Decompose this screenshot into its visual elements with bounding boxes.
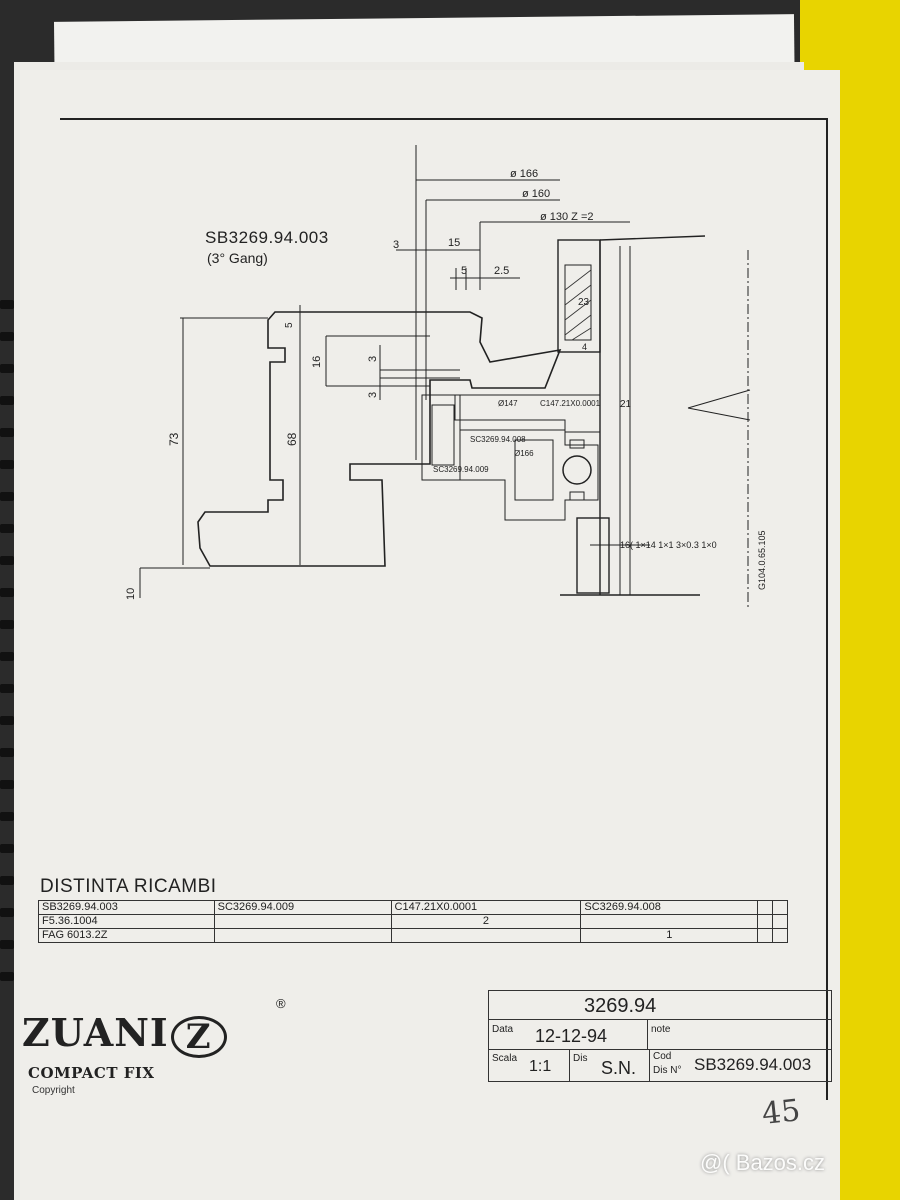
logo-copyright: Copyright [32, 1085, 75, 1096]
dis-label: Dis [573, 1053, 588, 1064]
drawing-frame [60, 118, 828, 1100]
dim-5: 5 [461, 265, 467, 277]
dim-10: 10 [125, 588, 137, 600]
table-cell: 2 [390, 914, 582, 929]
table-row: FAG 6013.2Z 1 [38, 928, 788, 943]
drawing-sheet [20, 70, 840, 1200]
logo-brand: ZUANI [22, 1010, 169, 1055]
label-o166: Ø166 [514, 449, 534, 458]
drawing-subtitle: (3° Gang) [207, 250, 268, 266]
dim-4: 4 [582, 342, 587, 352]
table-cell: SB3269.94.003 [38, 900, 215, 915]
dim-68: 68 [285, 432, 299, 446]
logo-z-emblem: Z [170, 1015, 227, 1058]
table-cell: SC3269.94.009 [213, 900, 392, 915]
label-bottom-seq: 16( 1×14 1×1 3×0.3 1×0 [620, 540, 717, 550]
label-c147: C147.21X0.0001 [540, 399, 601, 408]
data-label: Data [492, 1024, 514, 1035]
table-cell [772, 914, 788, 929]
table-cell [213, 928, 392, 943]
table-cell [390, 928, 582, 943]
table-cell: SC3269.94.008 [580, 900, 759, 915]
table-row: SB3269.94.003 SC3269.94.009 C147.21X0.00… [38, 900, 788, 915]
bazos-watermark: @( Bazos.cz [700, 1150, 826, 1175]
dim-15: 15 [448, 237, 460, 249]
label-o147: Ø147 [498, 399, 518, 408]
table-cell [772, 928, 788, 943]
table-row: F5.36.1004 2 [38, 914, 788, 929]
cod-label: Cod [653, 1051, 672, 1062]
table-cell: F5.36.1004 [38, 914, 215, 929]
dim-d130: ø 130 Z =2 [540, 211, 594, 223]
parts-list-title: DISTINTA RICAMBI [40, 876, 217, 897]
spiral-binding [0, 300, 18, 1020]
logo-compact-fix: COMPACT FIX [28, 1064, 155, 1082]
table-cell [580, 914, 759, 929]
table-cell [213, 914, 392, 929]
table-cell [757, 928, 774, 943]
dim-73: 73 [167, 432, 181, 446]
table-cell [757, 914, 774, 929]
dim-5-vertical: 5 [284, 322, 295, 328]
code-value: SB3269.94.003 [694, 1055, 812, 1074]
dim-16: 16 [311, 356, 323, 368]
dim-23: 23 [578, 297, 590, 308]
registered-mark: ® [276, 996, 286, 1011]
handwritten-number: 45 [760, 1093, 802, 1132]
label-vertical-code: G104.0.65.105 [757, 530, 767, 590]
parts-list-table: SB3269.94.003 SC3269.94.009 C147.21X0.00… [38, 900, 788, 943]
dis-n-label: Dis N° [653, 1065, 682, 1076]
scala-label: Scala [492, 1053, 518, 1064]
table-cell: 1 [580, 928, 759, 943]
dim-3: 3 [393, 239, 399, 251]
dim-d160: ø 160 [522, 188, 550, 200]
table-cell: FAG 6013.2Z [38, 928, 215, 943]
dim-3-b: 3 [367, 392, 379, 398]
table-cell [757, 900, 774, 915]
drawing-number: 3269.94 [584, 995, 657, 1017]
dim-d166: ø 166 [510, 168, 538, 180]
drawing-code: SB3269.94.003 [205, 228, 329, 247]
dim-3-a: 3 [367, 356, 379, 362]
scale-value: 1:1 [529, 1058, 552, 1075]
table-cell: C147.21X0.0001 [390, 900, 582, 915]
title-block: 3269.94 Data 12-12-94 note Scala 1:1 Dis… [488, 990, 832, 1082]
label-sc009: SC3269.94.009 [433, 465, 489, 474]
label-sc008: SC3269.94.008 [470, 435, 526, 444]
designer-value: S.N. [601, 1058, 637, 1078]
dim-2-5: 2.5 [494, 265, 509, 277]
date-value: 12-12-94 [535, 1026, 608, 1046]
table-cell [772, 900, 788, 915]
note-label: note [651, 1024, 671, 1035]
dim-21: 21 [620, 399, 632, 410]
